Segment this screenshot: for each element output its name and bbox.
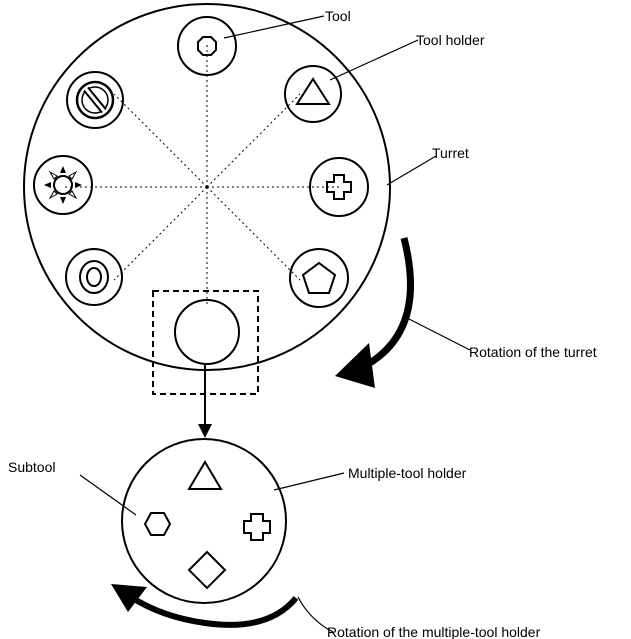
triangle-subtool-icon (187, 460, 223, 490)
hexagon-subtool-icon (143, 512, 172, 536)
star-burst-tool-icon (44, 166, 82, 204)
leader-lines (79, 15, 471, 633)
turret-spokes (65, 45, 339, 305)
turret-tool-holder-lower-right (289, 248, 349, 308)
turret-tool-holder-upper-right (284, 65, 342, 123)
tool-holder-label: Tool holder (416, 32, 485, 48)
tool-label: Tool (325, 8, 351, 24)
turret-tool-holder-left (33, 155, 93, 215)
turret-tool-holder-upper-left (66, 71, 124, 129)
turret-tool-holder-top (177, 16, 237, 76)
multiple-tool-holder-rotation-arrow (111, 584, 299, 628)
turret-label: Turret (432, 145, 469, 161)
octagon-tool-icon (197, 36, 217, 56)
multiple-tool-holder-body (121, 438, 287, 604)
rotation-multiple-tool-holder-label: Rotation of the multiple-tool holder (327, 624, 541, 639)
subtool-label: Subtool (8, 459, 55, 475)
slashed-circle-tool-icon (75, 80, 115, 120)
double-ellipse-tool-icon (79, 260, 109, 294)
pentagon-tool-icon (301, 261, 337, 294)
turret-tool-holder-lower-left (65, 248, 123, 306)
turret-body (23, 3, 391, 371)
transfer-arrow (198, 364, 212, 438)
triangle-tool-icon (295, 77, 331, 105)
turret-tool-holder-right (309, 157, 369, 217)
turret-tool-holder-bottom (174, 299, 240, 365)
cross-tool-icon (326, 174, 352, 200)
rotation-turret-label: Rotation of the turret (469, 344, 597, 360)
cross-subtool-icon (243, 513, 271, 541)
diamond-subtool-icon (187, 550, 227, 590)
multiple-tool-holder-label: Multiple-tool holder (348, 465, 467, 481)
turret-rotation-arrow (335, 237, 414, 388)
